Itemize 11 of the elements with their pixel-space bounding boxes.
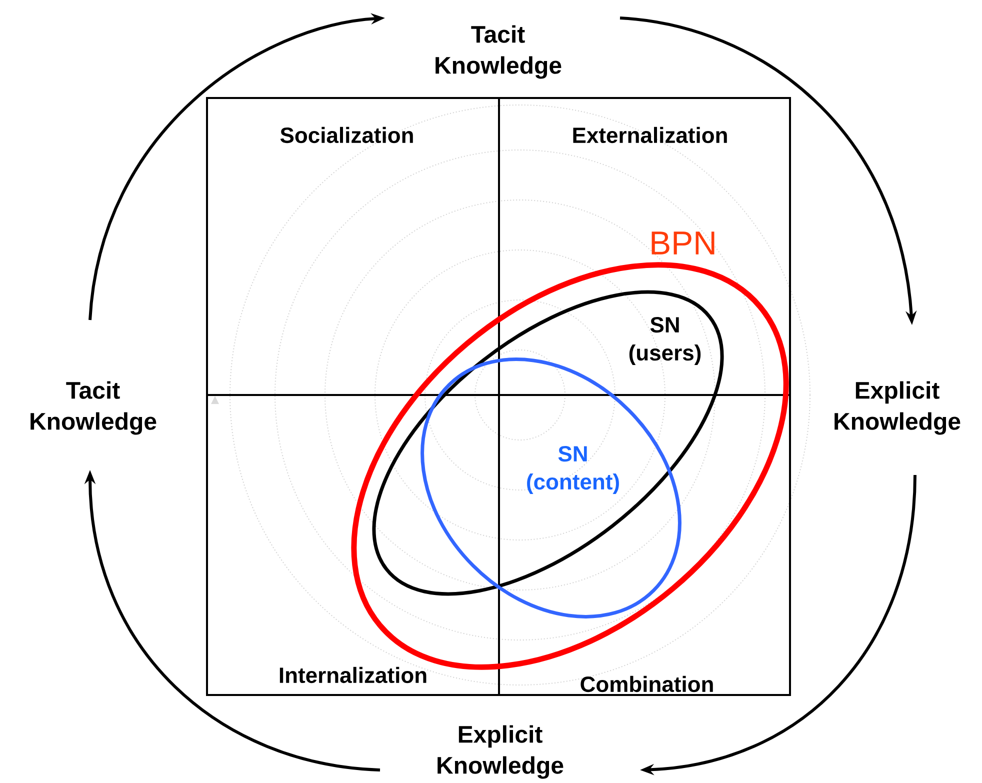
knowledge-label: Tacit Knowledge (436, 25, 562, 79)
knowledge-label: Explicit Knowledge (438, 725, 564, 779)
ellipse-label: BPN (652, 232, 714, 254)
quadrant-label: Internalization (280, 666, 426, 684)
quadrant-label: Externalization (573, 126, 727, 144)
quadrant-label: Combination (580, 676, 713, 692)
quadrant-label: Socialization (280, 126, 413, 144)
knowledge-label: Explicit Knowledge (834, 381, 960, 435)
ellipse-label: SN (users) (629, 317, 701, 365)
knowledge-label: Tacit Knowledge (30, 381, 156, 435)
ellipse-label: SN (content) (527, 446, 619, 494)
